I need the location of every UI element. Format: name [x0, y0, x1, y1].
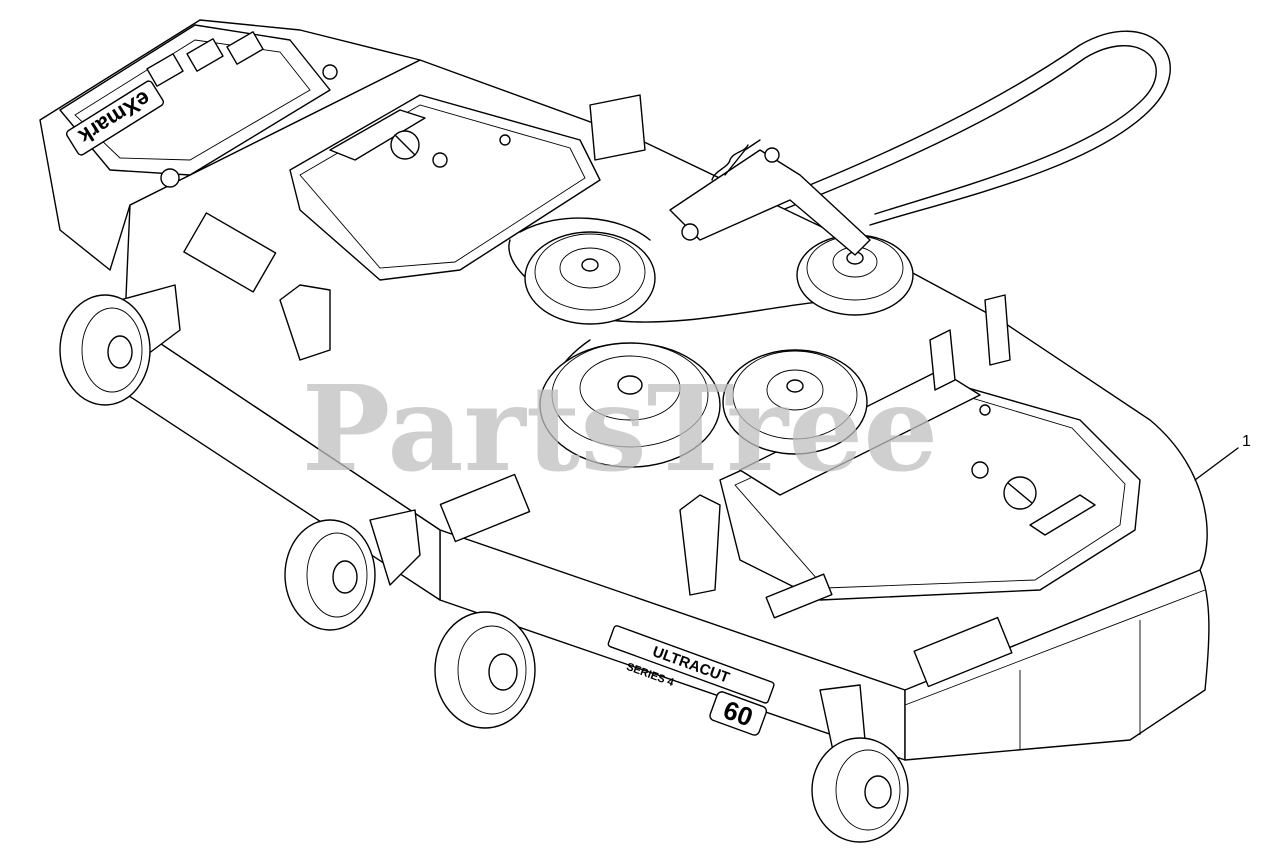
left-spindle-cover	[289, 94, 601, 281]
callout-1: 1	[1194, 433, 1251, 481]
deck-brackets	[279, 94, 1011, 596]
idler-arm	[669, 139, 871, 256]
watermark: PartsTree	[302, 359, 939, 498]
rear-hitch-plate: eXmark	[59, 24, 338, 188]
caster-wheel-rear-left	[59, 284, 181, 406]
drive-belt	[759, 30, 1171, 226]
pulley-center-large	[539, 342, 721, 468]
caster-wheel-front	[811, 684, 909, 843]
caster-wheel-mid-left	[284, 509, 421, 631]
roller-front-left	[434, 611, 536, 729]
pulley-center-right	[722, 349, 868, 455]
callout-label: 1	[1242, 433, 1251, 450]
decals	[183, 212, 1013, 688]
pulley-center-left	[524, 231, 656, 325]
